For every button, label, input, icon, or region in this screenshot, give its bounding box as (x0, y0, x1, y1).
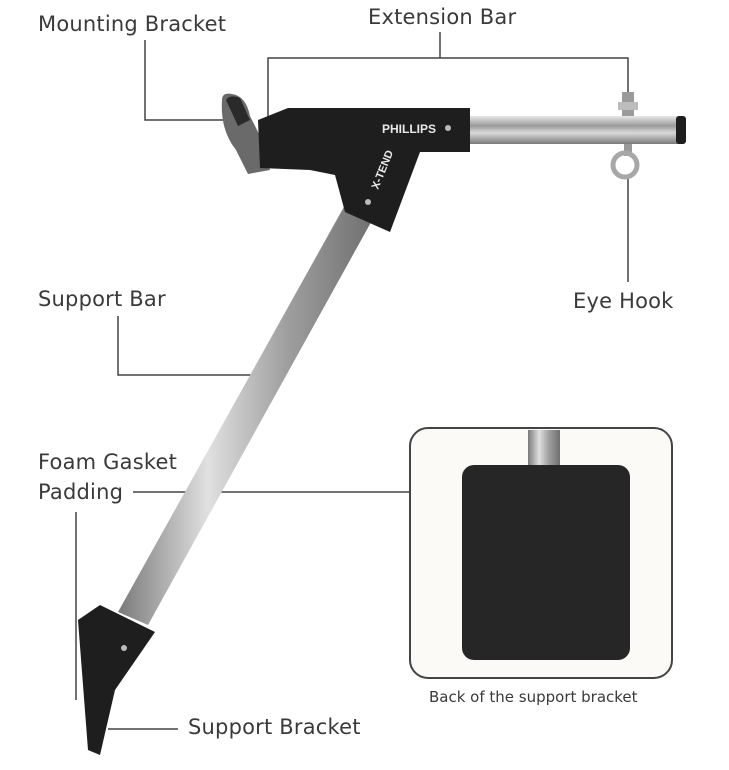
inset-back-of-bracket (409, 427, 673, 679)
label-support-bar: Support Bar (38, 287, 166, 311)
inset-caption: Back of the support bracket (429, 688, 638, 706)
eye-hook (610, 92, 640, 180)
extension-bar-cap (676, 116, 686, 144)
label-support-bracket: Support Bracket (188, 715, 361, 739)
label-foam-gasket-line1: Foam Gasket (38, 450, 178, 474)
brand-marking: PHILLIPS (382, 122, 436, 136)
screw-icon (365, 199, 371, 205)
foam-gasket-pad (462, 465, 630, 660)
screw-icon (445, 125, 451, 131)
label-foam-gasket-line2: Padding (38, 480, 124, 504)
leader-support-bar (117, 316, 256, 376)
support-bar (118, 205, 375, 625)
extension-bar (460, 116, 682, 144)
label-eye-hook: Eye Hook (573, 289, 674, 313)
leader-extension-bar (267, 57, 629, 120)
screw-icon (121, 645, 127, 651)
support-bracket (78, 605, 155, 755)
leader-lines (75, 32, 629, 730)
label-extension-bar: Extension Bar (368, 5, 517, 29)
x-tend-connector (258, 108, 470, 232)
label-mounting-bracket: Mounting Bracket (38, 12, 227, 36)
leader-mounting-bracket (144, 40, 228, 121)
